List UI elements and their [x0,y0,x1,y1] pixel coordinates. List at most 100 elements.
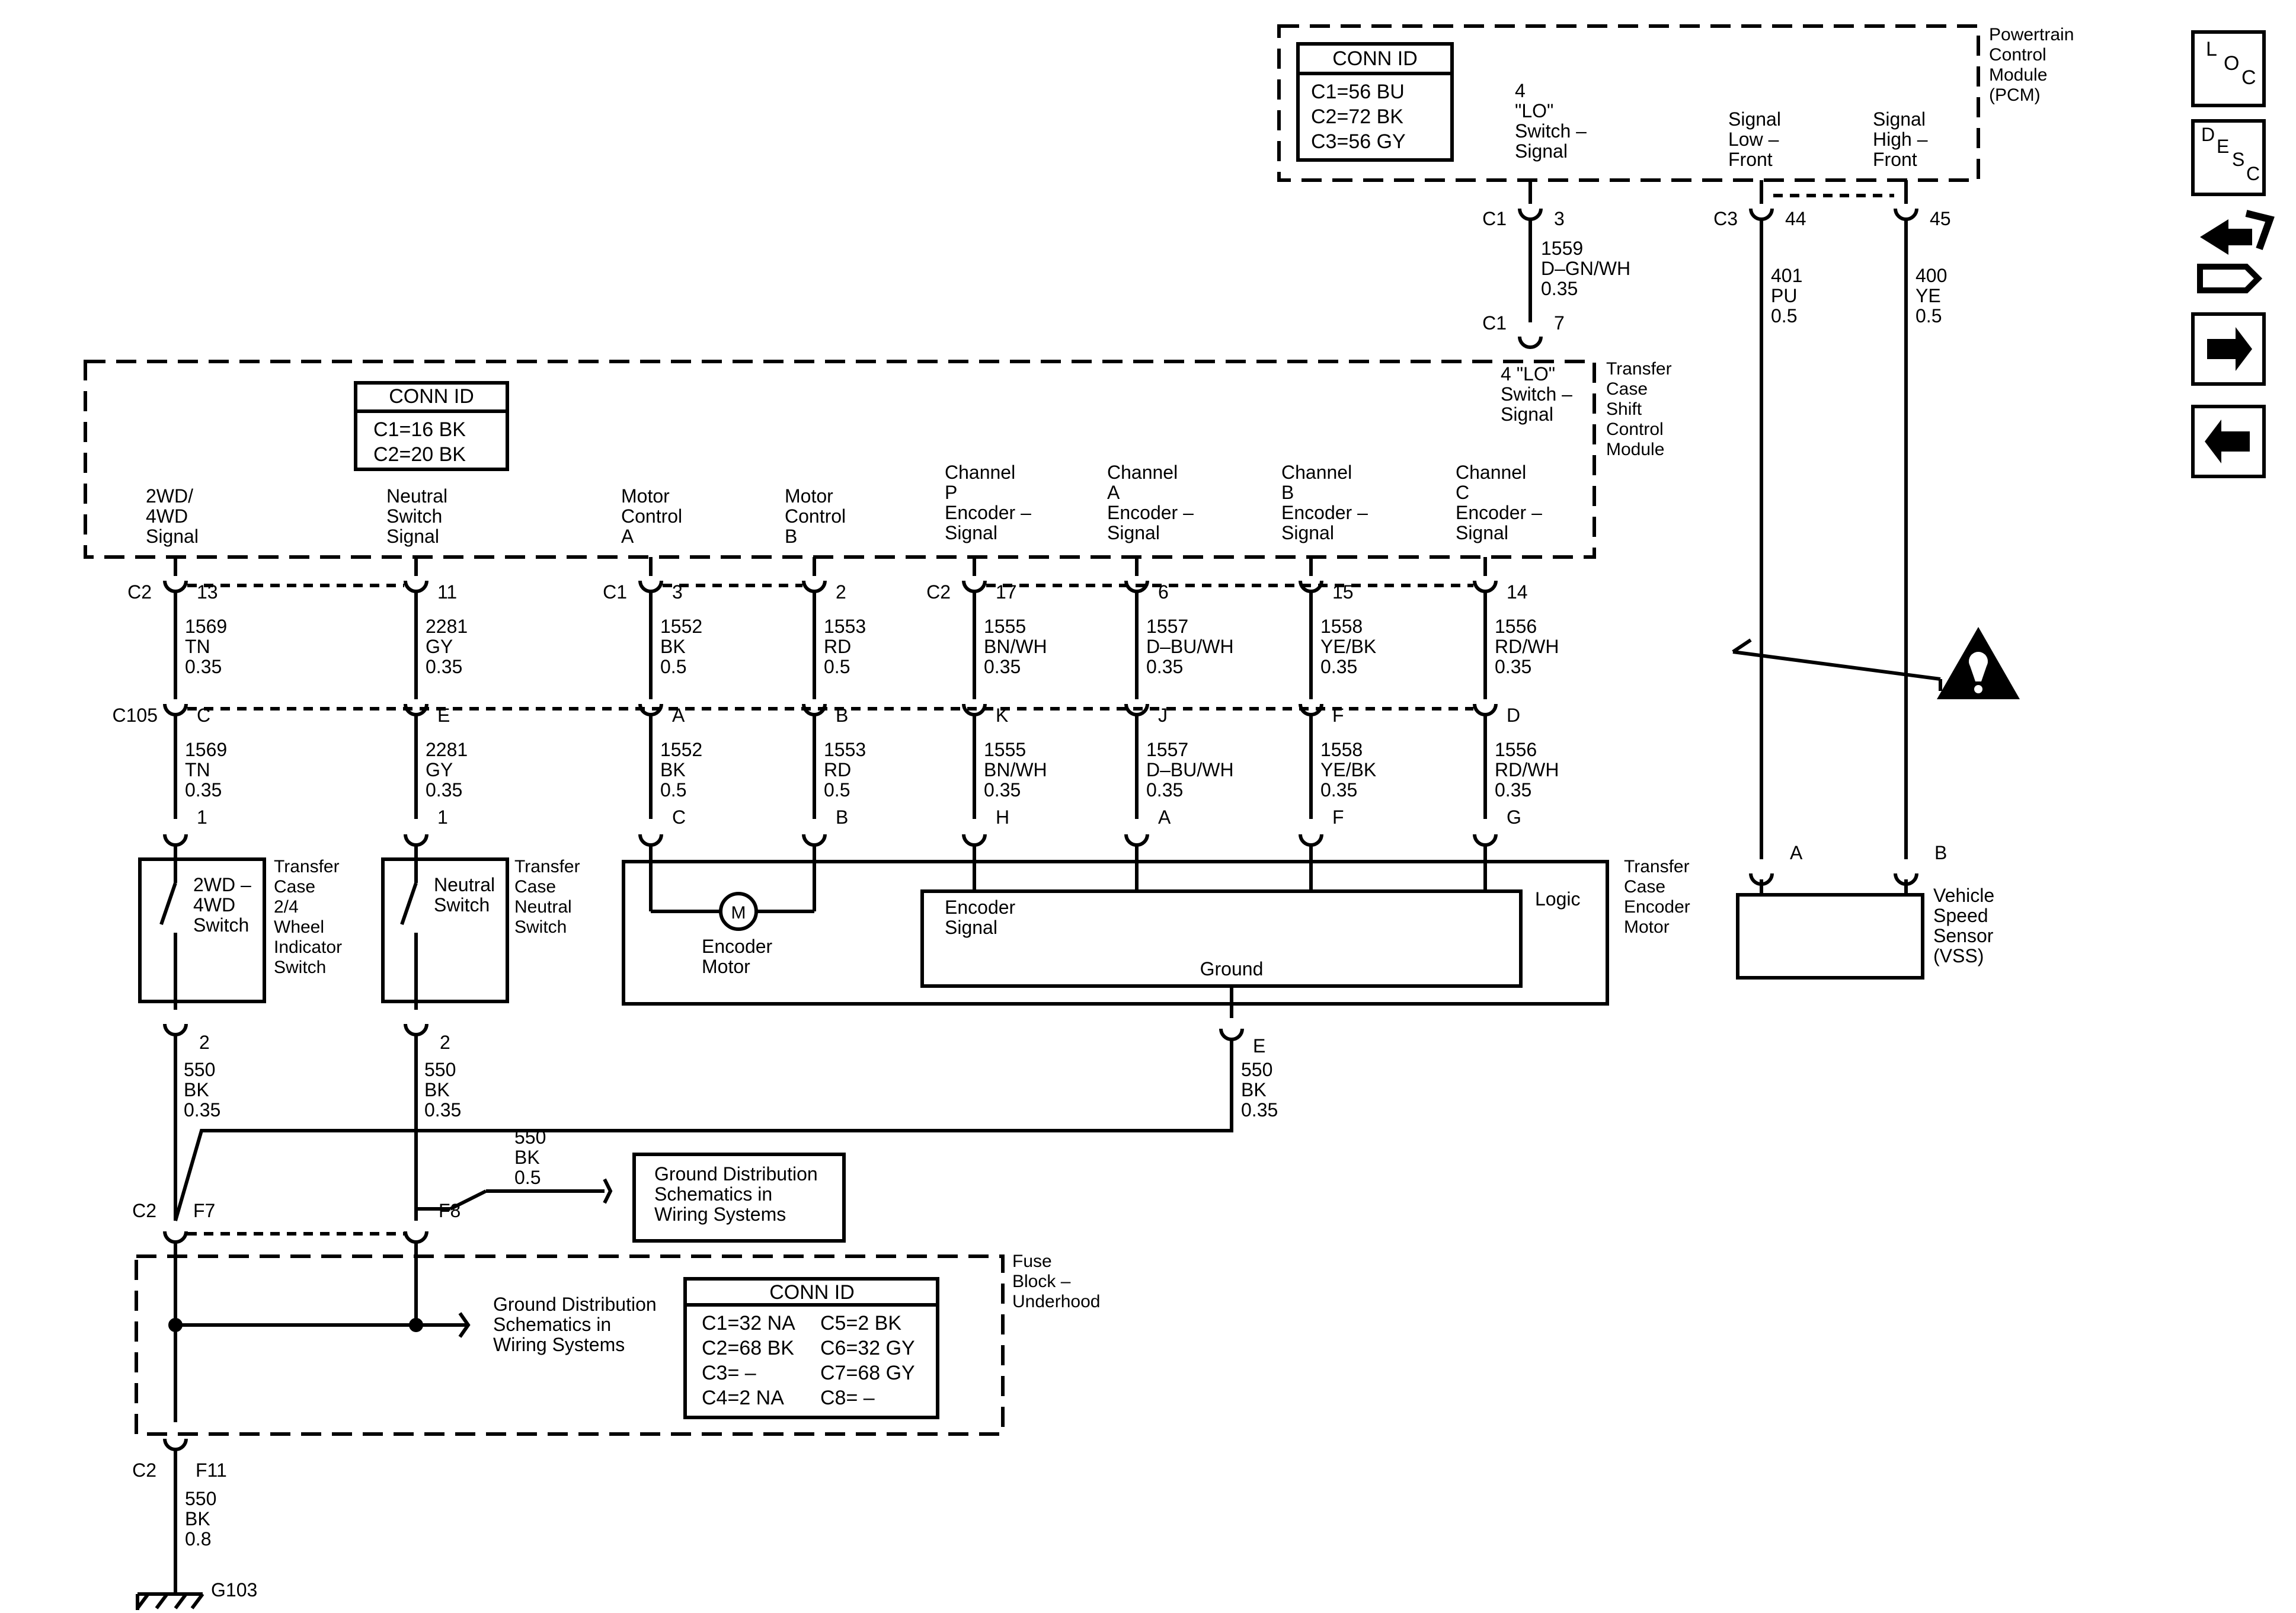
fuse-conn-id-title-line: CONN ID [769,1281,855,1304]
wire-label-lower-line: RD [824,759,851,780]
ground-name-line: G103 [211,1579,257,1601]
ground-wire-label-line: 0.35 [184,1099,220,1121]
tcscm-lo-label: 4 "LO"Switch –Signal [1501,363,1572,425]
next-arrow-icon-arrow [2207,327,2252,371]
switch-inner-label-line: 4WD [193,894,235,916]
prev-arrow-icon [2191,405,2266,478]
encoder-logic-label: Logic [1535,888,1581,910]
tcscm-pin-label-line: Encoder – [1456,502,1542,523]
wire-label-lower-line: 0.35 [1146,779,1183,801]
fuse-conn-id-box [683,1277,939,1419]
wire-label-lower-line: 1557 [1146,739,1188,760]
wire-label-lower-line: 1555 [984,739,1026,760]
ground-ref-2-line: Ground Distribution [493,1294,657,1315]
wire-label-lower-line: RD/WH [1495,759,1559,780]
pcm-pin-number: 3 [1554,208,1565,229]
fuse-conn-ids-left-line: C4=2 NA [702,1387,784,1409]
tcscm-pin-number-line: 13 [197,581,218,603]
c105-name: C105 [113,705,158,726]
pcm-pin-label-line: "LO" [1515,100,1553,121]
tcscm-conn-ids-line: C2=20 BK [373,443,466,466]
wire-label-upper-line: D–BU/WH [1146,636,1234,657]
fuse-conn-ids-left-line: C2=68 BK [702,1337,794,1359]
c105-name-line: C105 [113,705,158,726]
tcscm-lo-label-line: Switch – [1501,383,1572,405]
ref-arrow [458,1312,471,1338]
switch-ground-connector [163,1023,188,1036]
wire-label-upper-line: YE/BK [1320,636,1376,657]
encoder-ground-wire-path [174,1039,1233,1221]
connector-tool-icon-part [2245,210,2275,251]
encoder-ground-label-line: Ground [1200,958,1264,980]
encoder-ground-connector [1219,1028,1244,1041]
wire-label-upper-line: 1555 [984,616,1026,637]
pcm-conn-id-title: CONN ID [1332,47,1418,70]
switch-inner-label-line: Switch [434,894,490,916]
ground-ref-1-line: Wiring Systems [654,1204,786,1225]
tcscm-connector [638,580,663,593]
tcscm-pin-number-line: 3 [672,581,683,603]
dest-pin: G [1507,806,1521,828]
switch-ground-connector [404,1023,428,1036]
ground-out-pin: F11 [196,1460,227,1481]
dest-connector [163,834,188,847]
wire-label-upper-line: 0.35 [1320,656,1357,677]
tcscm-pin-label-line: Signal [146,526,199,547]
dest-pin: 1 [437,806,448,828]
encoder-motor-box [622,860,1609,1006]
fuse-connector-name-line: C2 [132,1200,156,1221]
c105-pin: K [996,705,1008,726]
dest-pin-line: H [996,806,1009,828]
tcscm-pin-label-line: A [1107,482,1120,503]
switch-name-line: Indicator [274,937,342,957]
prev-arrow-icon-frame [2191,405,2266,478]
ground-wire-label-line: BK [184,1079,209,1100]
wire-label-lower-line: 1552 [660,739,702,760]
pcm-pin-number-line: 3 [1554,208,1565,229]
pcm-pin-number-line: 44 [1785,208,1806,229]
ground-wire-label-line: 550 [424,1059,456,1080]
tcscm-pin-number: 15 [1332,581,1354,603]
loc-icon-letter: C [2241,66,2256,89]
loc-icon: LOC [2191,30,2266,107]
pcm-pin-label-line: Front [1873,149,1917,170]
motor-label-line: Motor [702,956,750,977]
c105-pin-line: A [672,705,685,726]
pcm-pin-label-line: High – [1873,129,1928,150]
encoder-motor-name-line: Motor [1624,917,1670,937]
loc-icon-letter: L [2206,38,2217,60]
fuse-connector [404,1231,428,1244]
splice-dot [168,1318,183,1332]
dest-pin: B [836,806,848,828]
tcscm-name-line: Shift [1606,399,1642,419]
tcscm-lo-connector-name-line: C1 [1482,312,1507,334]
fuse-pin-line: F7 [193,1200,215,1221]
dest-pin: A [1158,806,1171,828]
tcscm-pin-label-line: Channel [1456,462,1526,483]
wire-label-upper-line: 0.35 [1495,656,1531,677]
tcscm-pin-label-line: Channel [945,462,1015,483]
tcscm-pin-label-line: Motor [785,485,833,507]
switch-name-line: Transfer [274,857,340,876]
dest-connector [1124,834,1149,847]
connector-tool-icon-part [2197,264,2263,293]
pcm-pin-label-line: Switch – [1515,120,1587,142]
pcm-pin-label: 4"LO"Switch –Signal [1515,80,1587,162]
vss-pin: B [1934,842,1947,863]
switch-ground-pin-line: 2 [440,1032,450,1053]
wire-label-lower-line: 0.35 [185,779,222,801]
